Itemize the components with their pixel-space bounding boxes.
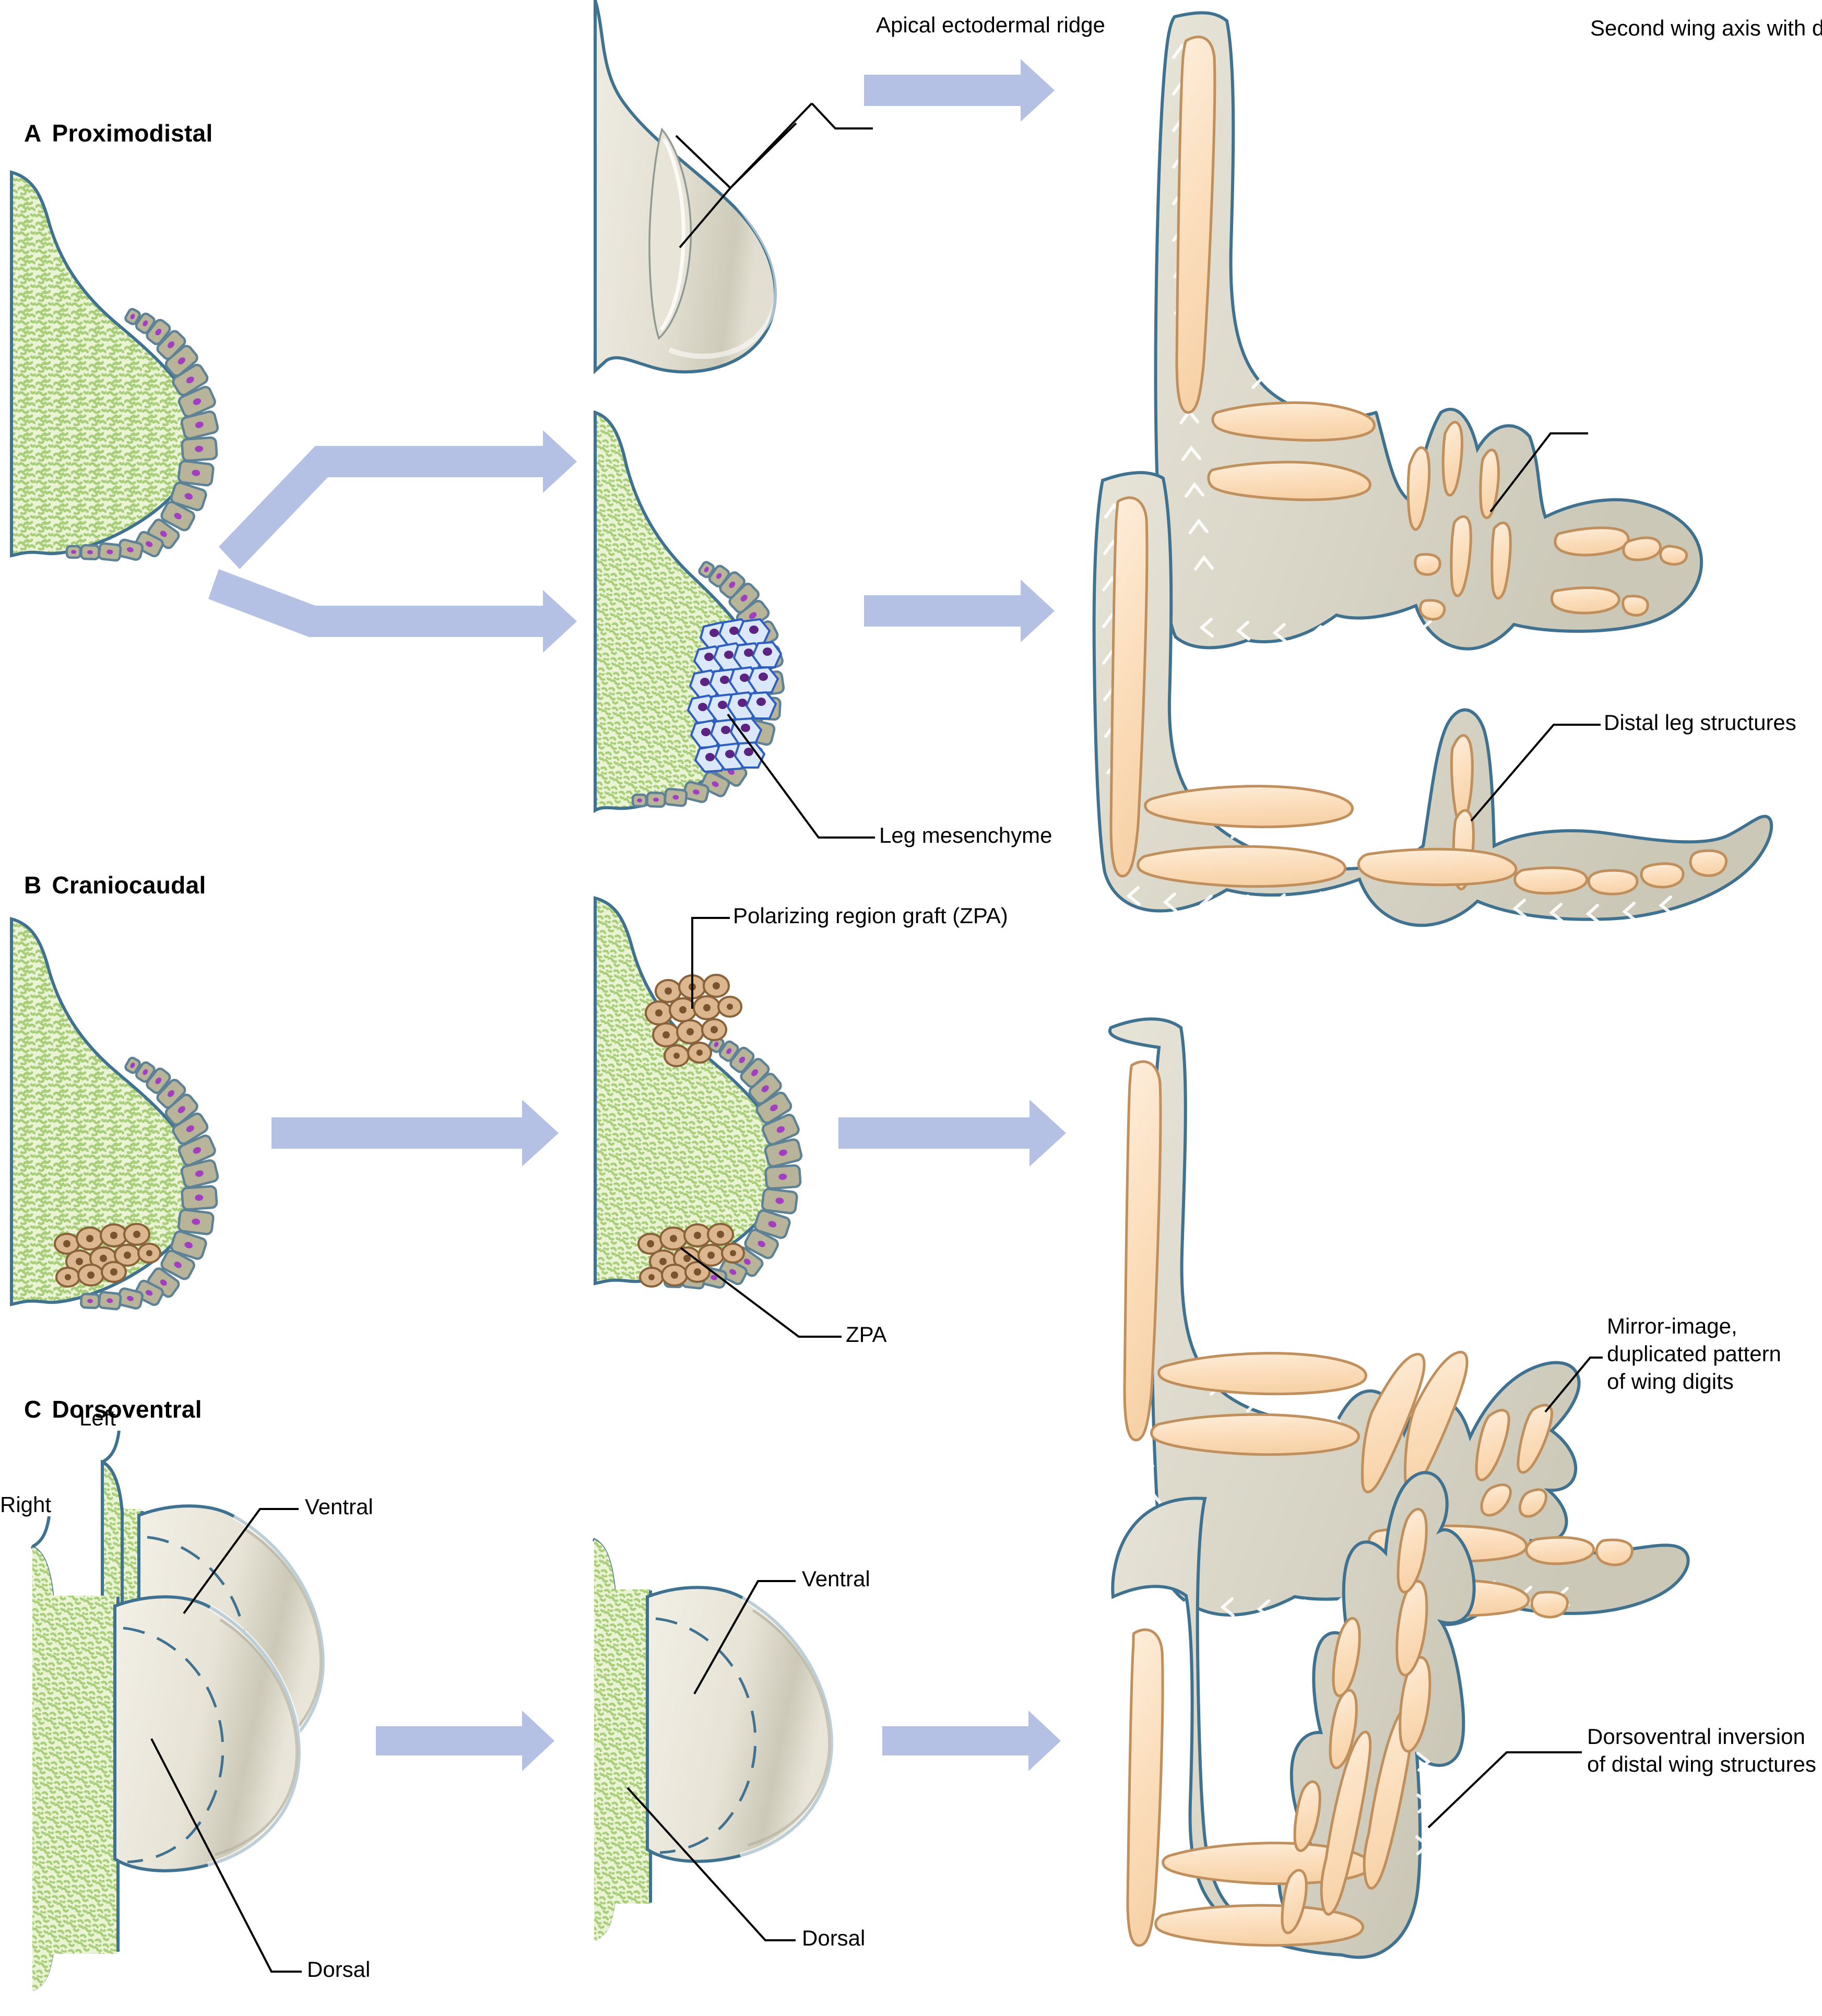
inverted-wing-skeleton: [1111, 1471, 1476, 1980]
callout-dorsoventral-inversion: Dorsoventral inversion of distal wing st…: [1587, 1724, 1816, 1776]
limb-bud-panelB-after: [594, 896, 803, 1290]
leg-skeleton: [1092, 471, 1773, 927]
callout-ventral-mid-bud: Ventral: [802, 1566, 870, 1591]
flank-right-panelC: [30, 1545, 120, 1991]
leader-dorsoventral-inversion: [1427, 1751, 1582, 1829]
arrow-B-first: [271, 1100, 559, 1166]
leader-distal-leg-structures: [1470, 724, 1601, 822]
callout-mirror-image-duplicated-pattern: Mirror-image, duplicated pattern of wing…: [1607, 1314, 1781, 1394]
arrow-A-lower: [208, 569, 577, 653]
arrow-C-first: [376, 1711, 554, 1771]
leader-dorsal-mid-bud: [626, 1787, 796, 1941]
limb-bud-panelB-before: [10, 917, 219, 1311]
arrow-C-second: [882, 1711, 1061, 1771]
callout-right: Right: [0, 1492, 52, 1517]
panel-letter-A: A: [24, 120, 42, 147]
arrow-A2-second: [864, 580, 1055, 642]
leader-leg-mesenchyme: [727, 713, 875, 839]
callout-zpa: ZPA: [846, 1322, 887, 1347]
limb-bud-panelA: [10, 170, 219, 562]
arrow-A1-second: [864, 59, 1055, 122]
callout-distal-leg-structures: Distal leg structures: [1604, 710, 1796, 735]
leader-second-wing-axis: [1489, 432, 1588, 513]
panel-letter-B: B: [24, 871, 42, 899]
zpa-native-after: [637, 1223, 745, 1288]
leader-dorsal-left-bud: [150, 1738, 302, 1973]
callout-left: Left: [79, 1406, 116, 1430]
leg-mesenchyme-graft: [687, 618, 783, 773]
leader-ventral-mid-bud: [693, 1580, 796, 1694]
callout-leg-mesenchyme: Leg mesenchyme: [879, 823, 1052, 847]
apical-ectodermal-ridge-shape: [648, 127, 692, 340]
leader-mirror-image-duplicated: [1544, 1357, 1603, 1413]
leader-ventral-left-bud: [183, 1508, 299, 1614]
ectoderm-cell-layer: [65, 308, 219, 562]
panel-heading-B: B Craniocaudal: [24, 871, 206, 899]
polarizing-region-graft: [645, 974, 742, 1067]
ectoderm-jacket-right: [113, 1595, 302, 1872]
ectoderm-cell-layer-B2: [664, 1035, 803, 1290]
panel-heading-C: C Dorsoventral: [24, 1395, 202, 1423]
callout-ventral-left-bud: Ventral: [305, 1494, 373, 1519]
ectoderm-jacket-mid: [646, 1586, 835, 1863]
leader-left-label: [101, 1430, 121, 1464]
leader-polarizing-region-graft: [691, 917, 730, 1009]
callout-apical-ectodermal-ridge: Apical ectodermal ridge: [876, 13, 1105, 37]
leader-apical-ectodermal-ridge: [675, 102, 873, 249]
panel-title-C: Dorsoventral: [52, 1396, 202, 1423]
callout-polarizing-region-graft-zpa: Polarizing region graft (ZPA): [733, 903, 1008, 928]
limb-bud-with-leg-graft: [594, 410, 785, 814]
panel-title-B: Craniocaudal: [52, 871, 206, 899]
callout-dorsal-mid-bud: Dorsal: [802, 1926, 866, 1950]
limb-bud-with-aer: [594, 0, 779, 374]
panel-heading-A: A Proximodistal: [24, 119, 213, 147]
callout-second-wing-axis-with-digits: Second wing axis with digits: [1590, 16, 1822, 40]
ectoderm-cell-layer-B1: [80, 1056, 219, 1311]
leader-right-label: [31, 1516, 51, 1548]
wing-skeleton-second-axis: [1154, 11, 1703, 651]
arrow-A-upper: [219, 430, 577, 569]
panel-letter-C: C: [24, 1396, 42, 1423]
leader-zpa: [680, 1247, 842, 1338]
flank-mid-panelC: [592, 1538, 652, 1941]
panel-title-A: Proximodistal: [52, 120, 213, 147]
callout-dorsal-left-bud: Dorsal: [307, 1957, 371, 1982]
arrow-B-second: [838, 1100, 1066, 1166]
zpa-native: [54, 1223, 161, 1288]
